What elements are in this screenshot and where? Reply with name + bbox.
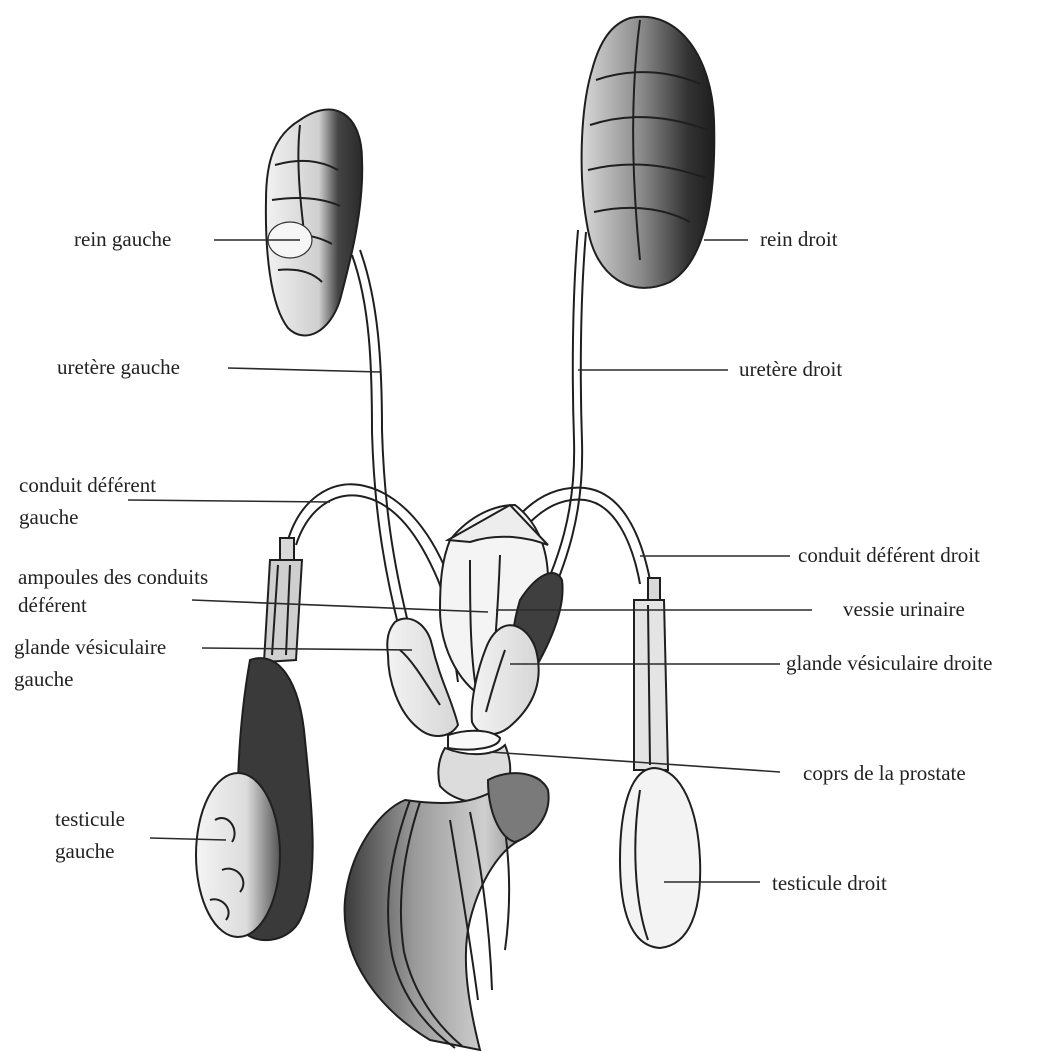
label-rein-gauche: rein gauche xyxy=(74,227,171,251)
label-rein-droit: rein droit xyxy=(760,227,838,251)
label-conduit-gauche-line2: gauche xyxy=(19,505,78,529)
label-uretere-droit: uretère droit xyxy=(739,357,842,381)
label-conduit-droit: conduit déférent droit xyxy=(798,543,980,567)
left-kidney xyxy=(266,110,362,336)
left-ureter xyxy=(352,250,410,632)
label-uretere-gauche: uretère gauche xyxy=(57,355,180,379)
left-spermatic-cord xyxy=(264,538,302,662)
left-testis xyxy=(196,658,313,940)
label-corps-prostate: coprs de la prostate xyxy=(803,761,966,785)
label-ampoules-line2: déférent xyxy=(18,593,87,617)
leader-conduit-gauche xyxy=(128,500,330,502)
penis xyxy=(345,773,549,1050)
leader-glande-gauche xyxy=(202,648,412,650)
right-testis xyxy=(620,768,700,948)
label-testicule-gauche-line1: testicule xyxy=(55,807,125,831)
label-vessie-urinaire: vessie urinaire xyxy=(843,597,965,621)
right-kidney xyxy=(582,17,715,288)
leader-uretere-gauche xyxy=(228,368,380,372)
label-glande-gauche-line2: gauche xyxy=(14,667,73,691)
label-testicule-droit: testicule droit xyxy=(772,871,887,895)
right-spermatic-cord xyxy=(634,578,668,770)
label-glande-droite: glande vésiculaire droite xyxy=(786,651,992,675)
label-ampoules-line1: ampoules des conduits xyxy=(18,565,208,589)
label-conduit-gauche-line1: conduit déférent xyxy=(19,473,156,497)
label-glande-gauche-line1: glande vésiculaire xyxy=(14,635,166,659)
label-testicule-gauche-line2: gauche xyxy=(55,839,114,863)
